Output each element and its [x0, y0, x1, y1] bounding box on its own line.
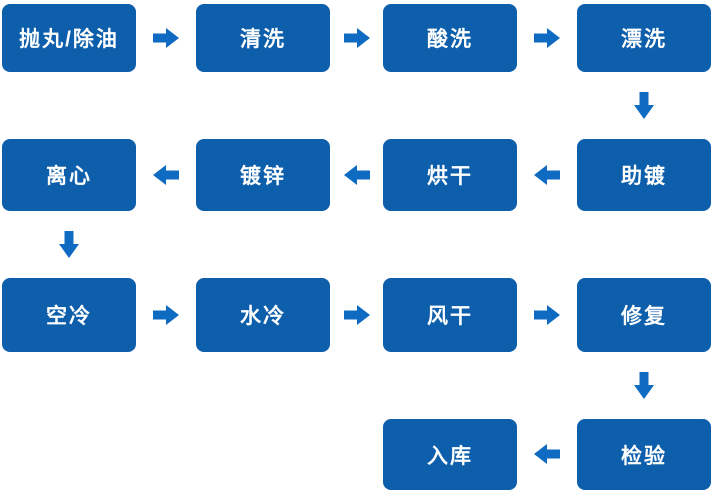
- arrow-right-icon: [153, 28, 179, 48]
- step-label: 清洗: [240, 28, 286, 51]
- step-pickling: 酸洗: [383, 4, 517, 72]
- step-label: 离心: [46, 165, 92, 188]
- step-shot-blast-degrease: 抛丸/除油: [2, 4, 136, 72]
- step-label: 烘干: [427, 165, 473, 188]
- arrow-right-icon: [153, 305, 179, 325]
- step-warehousing: 入库: [383, 419, 517, 490]
- step-label: 修复: [621, 305, 667, 328]
- step-label: 水冷: [240, 305, 286, 328]
- step-drying: 烘干: [383, 139, 517, 211]
- step-galvanizing: 镀锌: [196, 139, 330, 211]
- arrow-down-icon: [634, 372, 654, 399]
- step-air-cooling: 空冷: [2, 278, 136, 352]
- step-centrifuging: 离心: [2, 139, 136, 211]
- step-air-drying: 风干: [383, 278, 517, 352]
- arrow-left-icon: [344, 165, 370, 185]
- step-label: 检验: [621, 444, 667, 468]
- step-inspection: 检验: [577, 419, 711, 490]
- arrow-right-icon: [534, 28, 560, 48]
- arrow-down-icon: [59, 231, 79, 258]
- step-label: 镀锌: [240, 165, 286, 188]
- step-label: 抛丸/除油: [19, 28, 119, 51]
- step-repair: 修复: [577, 278, 711, 352]
- step-fluxing: 助镀: [577, 139, 711, 211]
- arrow-right-icon: [344, 305, 370, 325]
- step-cleaning: 清洗: [196, 4, 330, 72]
- step-label: 风干: [427, 305, 473, 328]
- step-label: 酸洗: [427, 28, 473, 51]
- arrow-left-icon: [534, 165, 560, 185]
- step-water-cooling: 水冷: [196, 278, 330, 352]
- arrow-left-icon: [153, 165, 179, 185]
- step-rinsing: 漂洗: [577, 4, 711, 72]
- arrow-left-icon: [534, 444, 560, 464]
- step-label: 入库: [427, 444, 473, 468]
- arrow-down-icon: [634, 92, 654, 119]
- arrow-right-icon: [534, 305, 560, 325]
- step-label: 空冷: [46, 305, 92, 328]
- arrow-right-icon: [344, 28, 370, 48]
- step-label: 漂洗: [621, 28, 667, 51]
- step-label: 助镀: [621, 165, 667, 188]
